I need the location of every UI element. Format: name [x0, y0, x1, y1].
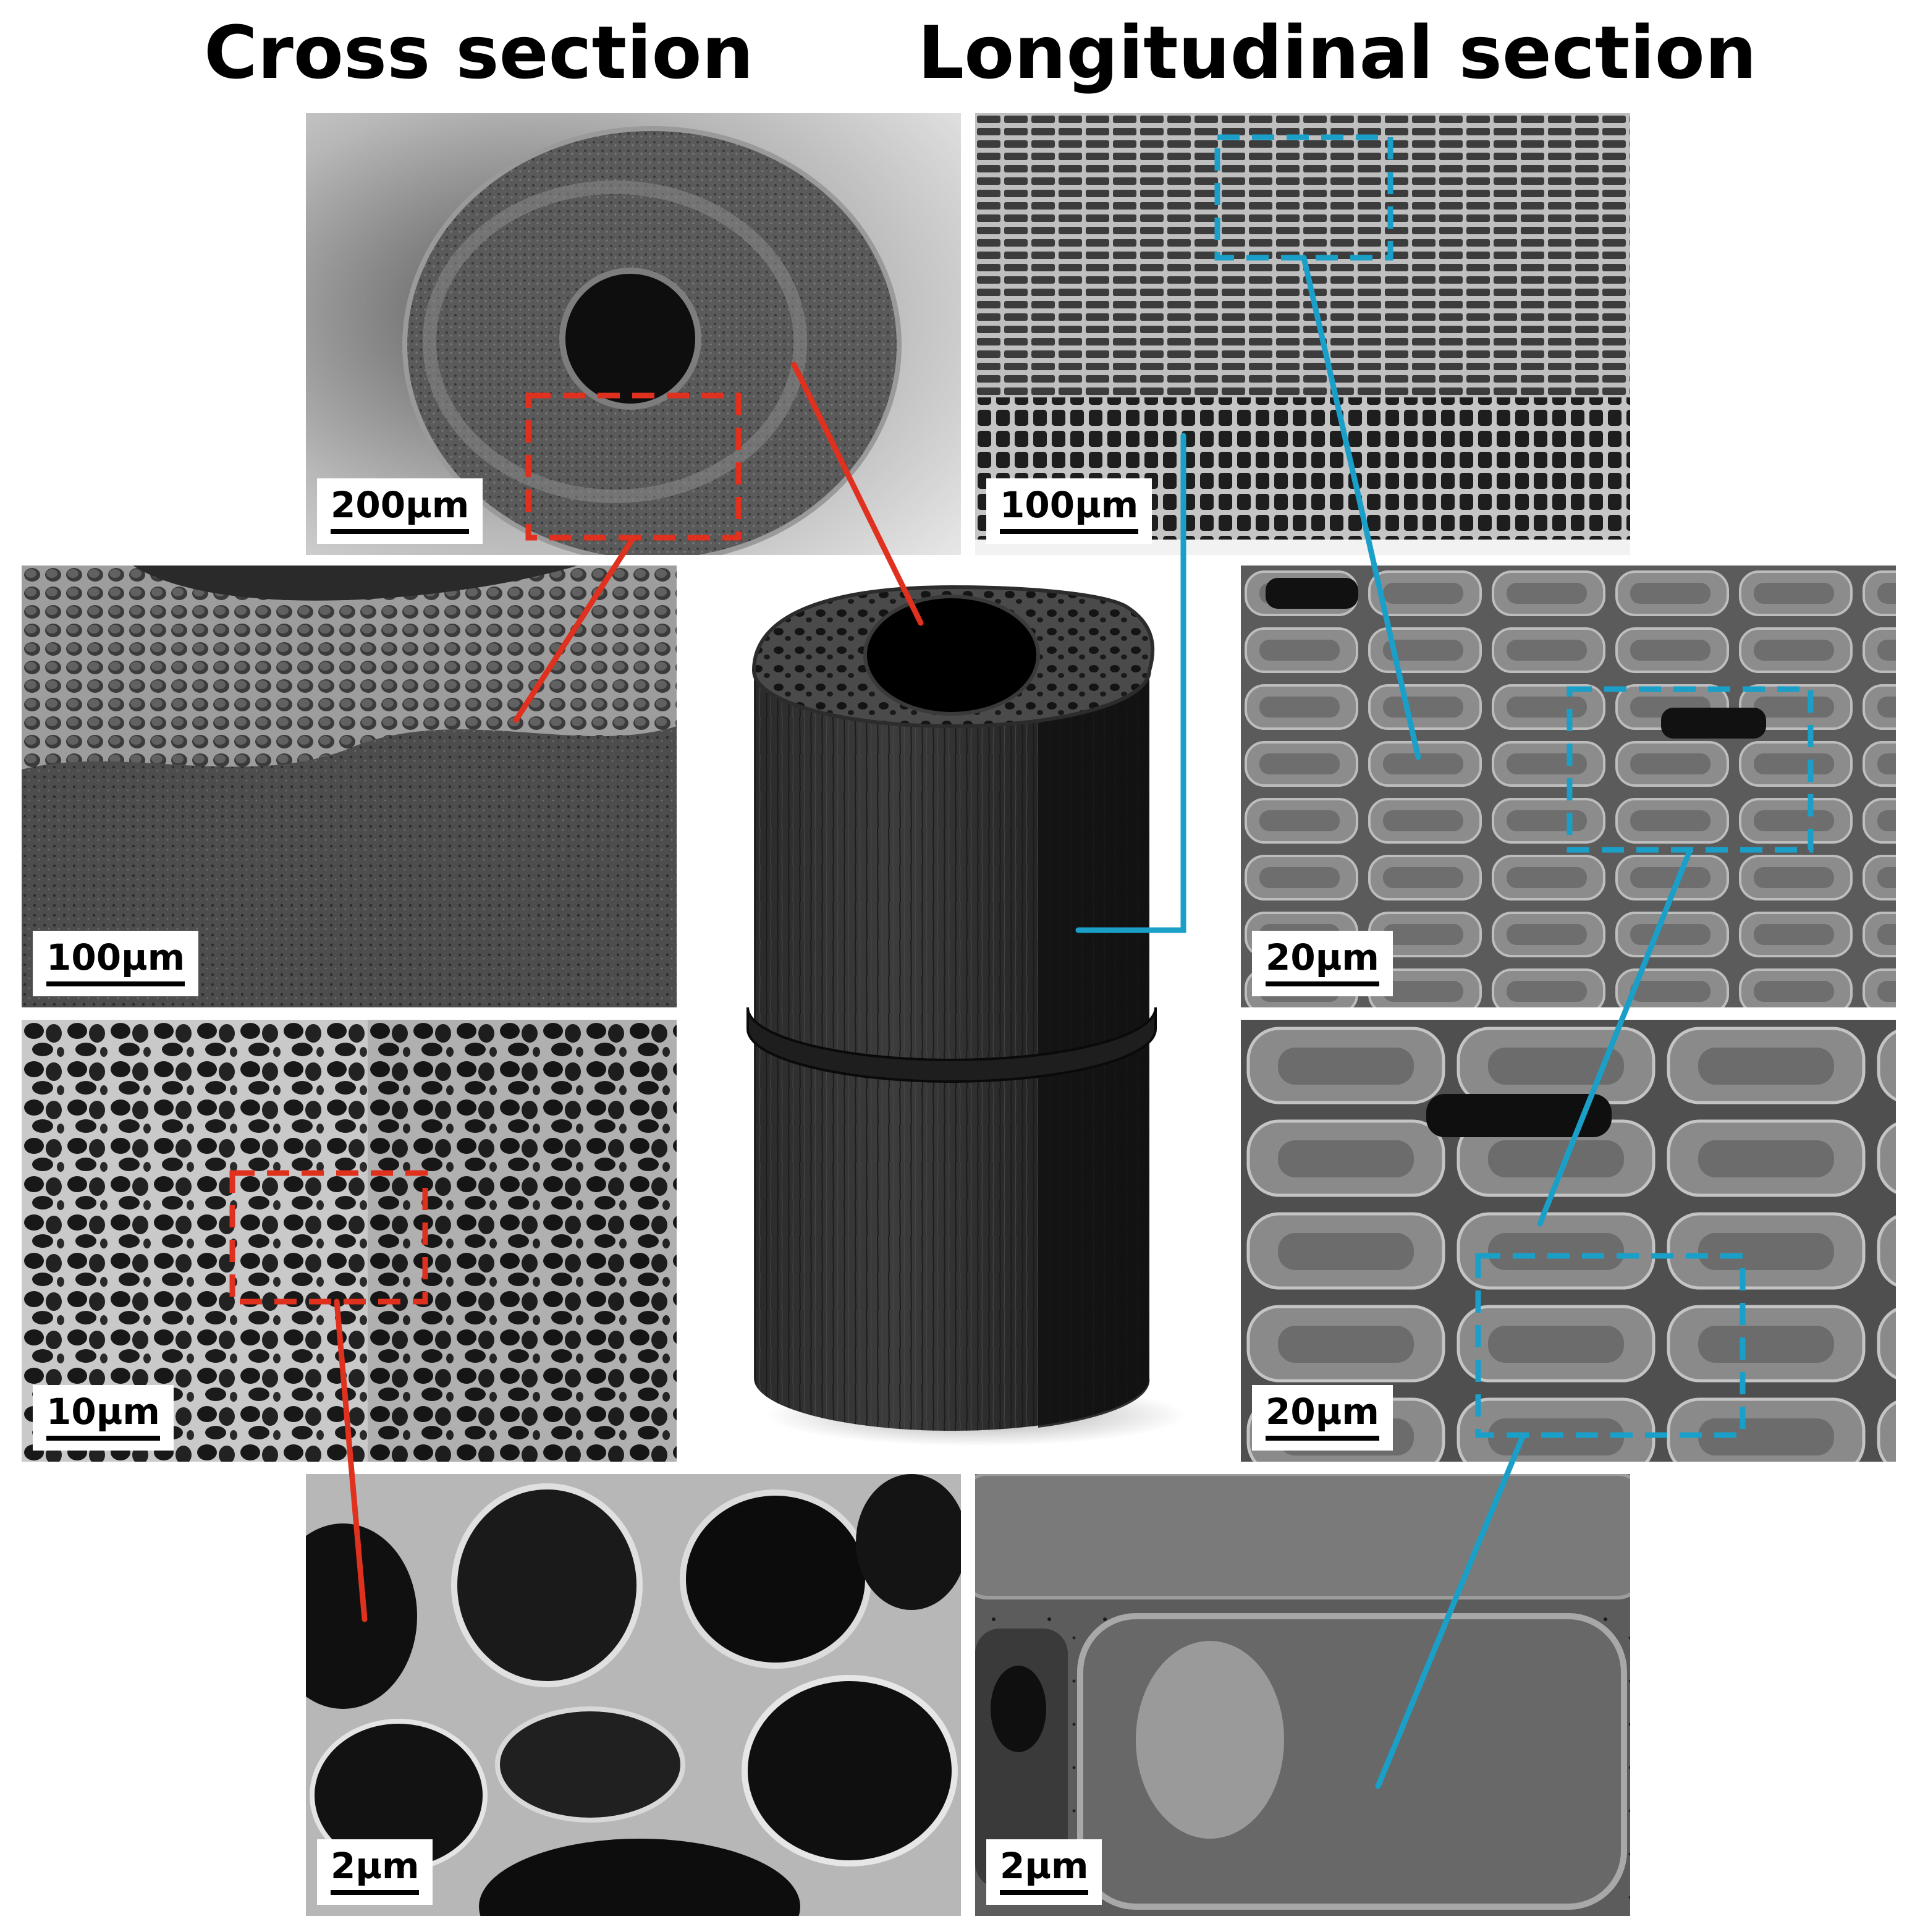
scale-bar-2um: 2µm: [317, 1839, 433, 1905]
sem-longitudinal-section-20um-b: 20µm: [1241, 1020, 1896, 1462]
scale-bar-2um: 2µm: [986, 1839, 1102, 1905]
sem-cross-section-200um: 200µm: [306, 113, 961, 555]
scale-bar-100um: 100µm: [33, 931, 199, 996]
scale-bar-20um: 20µm: [1252, 931, 1393, 996]
scale-bar-20um: 20µm: [1252, 1385, 1393, 1451]
sem-cross-section-10um: 10µm: [22, 1020, 677, 1462]
sem-longitudinal-section-20um-a: 20µm: [1241, 566, 1896, 1007]
sem-longitudinal-section-2um: 2µm: [975, 1474, 1630, 1916]
heading-longitudinal-section: Longitudinal section: [918, 10, 1757, 95]
scale-bar-100um: 100µm: [986, 478, 1152, 544]
heading-cross-section: Cross section: [204, 10, 754, 95]
sem-cross-section-100um: 100µm: [22, 566, 677, 1007]
scale-bar-10um: 10µm: [33, 1385, 174, 1451]
sem-image: [975, 1474, 1630, 1916]
sem-longitudinal-section-100um: 100µm: [975, 113, 1630, 555]
porous-cylinder-model: [746, 585, 1186, 1446]
sem-cross-section-2um: 2µm: [306, 1474, 961, 1916]
scale-bar-200um: 200µm: [317, 478, 483, 544]
